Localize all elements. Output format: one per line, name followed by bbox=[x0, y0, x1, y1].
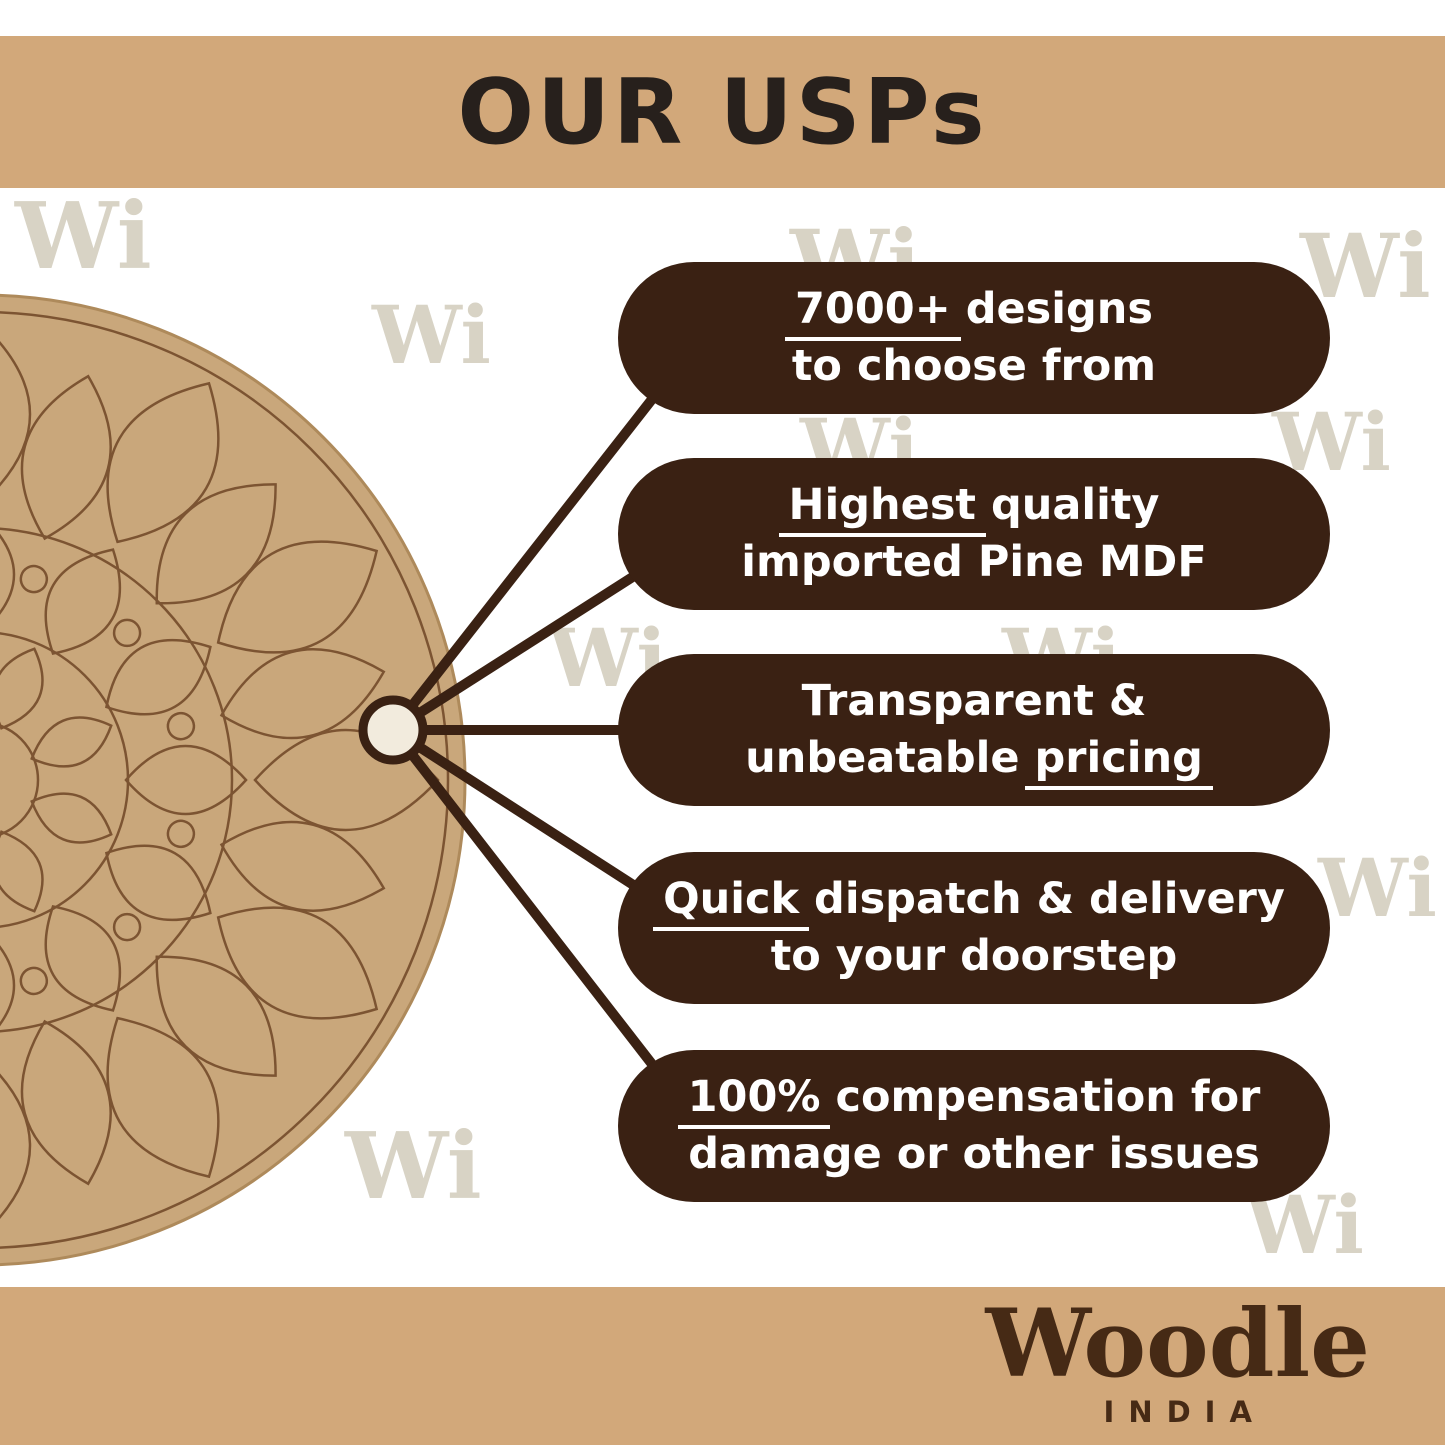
usp-line: Quick dispatch & delivery bbox=[653, 871, 1285, 932]
usp-line: unbeatable pricing bbox=[745, 730, 1213, 790]
brand-name: Woodle bbox=[985, 1289, 1370, 1399]
brand-country: INDIA bbox=[1103, 1395, 1266, 1429]
usp-line: 100% compensation for bbox=[677, 1069, 1261, 1130]
usp-text: 7000+ bbox=[785, 284, 961, 342]
usp-text: Transparent & bbox=[801, 676, 1147, 727]
usp-line: to choose from bbox=[792, 338, 1156, 395]
usp-text: imported Pine MDF bbox=[741, 537, 1207, 587]
usp-line: damage or other issues bbox=[688, 1126, 1260, 1183]
usp-line: to your doorstep bbox=[771, 928, 1178, 985]
watermark-wi-icon: Wi bbox=[345, 1112, 482, 1220]
footer-band: Woodle INDIA bbox=[0, 1287, 1445, 1445]
brand-logo: Woodle INDIA bbox=[985, 1297, 1370, 1429]
usp-text: quality bbox=[975, 480, 1160, 531]
usp-text: damage or other issues bbox=[688, 1129, 1260, 1179]
watermark-wi-icon: Wi bbox=[15, 182, 152, 290]
usp-line: imported Pine MDF bbox=[741, 534, 1206, 591]
usp-pill-quality: Highest quality imported Pine MDF bbox=[618, 458, 1330, 610]
usp-text: Highest bbox=[778, 480, 986, 538]
usp-text: compensation for bbox=[820, 1072, 1261, 1123]
page-title: OUR USPs bbox=[457, 59, 988, 165]
usp-line: 7000+ designs bbox=[785, 281, 1153, 342]
usp-text: designs bbox=[950, 284, 1153, 335]
usp-text: dispatch & delivery bbox=[799, 874, 1285, 925]
usp-text: Quick bbox=[653, 874, 810, 932]
watermark-wi-icon: Wi bbox=[1300, 214, 1431, 318]
usp-pill-compensation: 100% compensation for damage or other is… bbox=[618, 1050, 1330, 1202]
usp-text: to choose from bbox=[791, 341, 1157, 391]
usp-pill-designs: 7000+ designs to choose from bbox=[618, 262, 1330, 414]
usp-line: Transparent & bbox=[802, 673, 1147, 730]
watermark-wi-icon: Wi bbox=[1318, 841, 1437, 935]
header-band: OUR USPs bbox=[0, 36, 1445, 188]
usp-pill-dispatch: Quick dispatch & delivery to your doorst… bbox=[618, 852, 1330, 1004]
usp-text: unbeatable bbox=[745, 733, 1035, 783]
usp-text: 100% bbox=[677, 1072, 831, 1130]
usp-text: pricing bbox=[1024, 733, 1213, 790]
usp-text: to your doorstep bbox=[770, 931, 1178, 981]
usp-line: Highest quality bbox=[778, 477, 1160, 538]
usp-pill-pricing: Transparent & unbeatable pricing bbox=[618, 654, 1330, 806]
